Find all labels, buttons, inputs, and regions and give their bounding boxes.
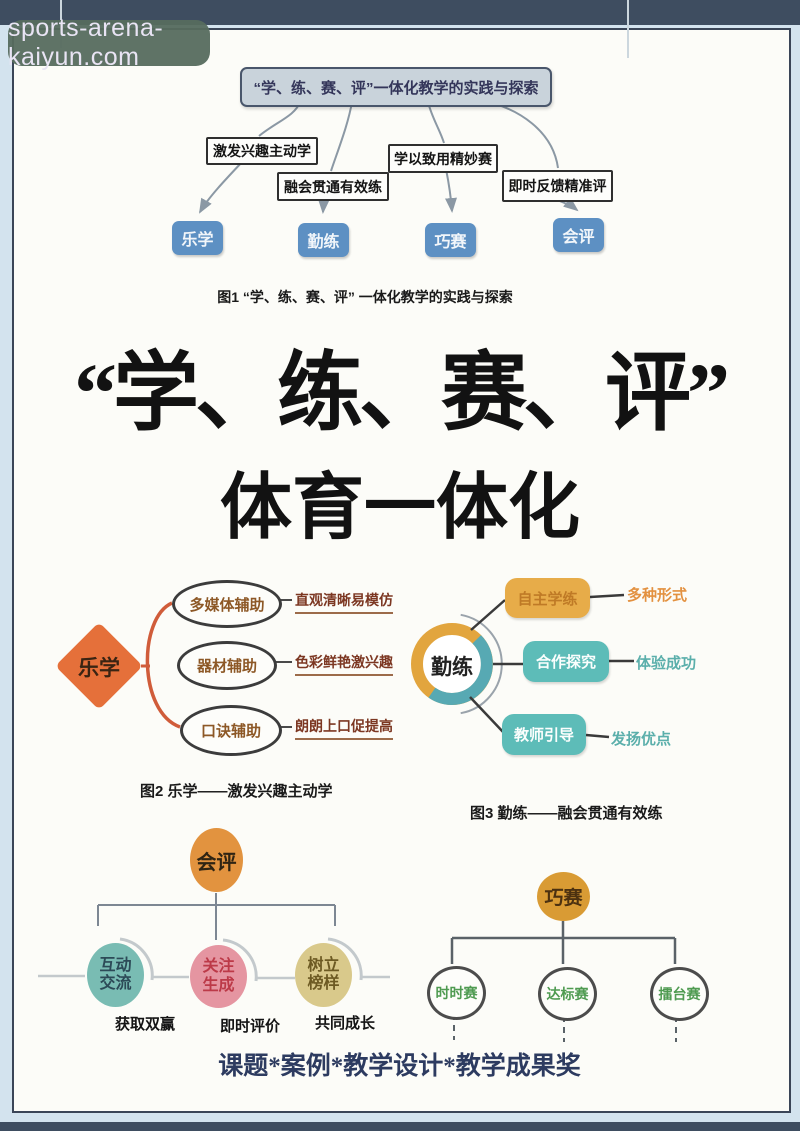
huiping-node-3: 树立榜样 bbox=[295, 943, 352, 1007]
lexue-diamond-label: 乐学 bbox=[78, 657, 120, 680]
lexue-node-2: 器材辅助 bbox=[177, 641, 277, 690]
huiping-note-3: 共同成长 bbox=[315, 1015, 376, 1032]
watermark-badge: sports-arena-kaiyun.com bbox=[8, 14, 210, 71]
flowchart-node-qinlian: 勤练 bbox=[298, 223, 349, 257]
flowchart-root-node: “学、练、赛、评”一体化教学的实践与探索 bbox=[240, 67, 552, 107]
huiping-node-2-label: 关注生成 bbox=[202, 958, 235, 994]
figure3-caption: 图3 勤练——融会贯通有效练 bbox=[470, 805, 663, 822]
lexue-note-3: 朗朗上口促提高 bbox=[295, 716, 393, 740]
huiping-node-1-label: 互动交流 bbox=[99, 956, 132, 992]
main-title-line2: 体育一体化 bbox=[219, 468, 580, 548]
huiping-center-circle: 会评 bbox=[190, 828, 243, 892]
qiaosai-node-2: 达标赛 bbox=[538, 967, 597, 1021]
figure2-caption: 图2 乐学——激发兴趣主动学 bbox=[140, 783, 333, 800]
lexue-note-1: 直观清晰易模仿 bbox=[295, 590, 393, 614]
flowchart-node-huiping: 会评 bbox=[553, 218, 604, 252]
huiping-note-2: 即时评价 bbox=[220, 1018, 281, 1035]
flowchart-branch-label-2: 融会贯通有效练 bbox=[277, 172, 389, 201]
qinlian-center-label: 勤练 bbox=[431, 656, 473, 679]
qinlian-note-1: 多种形式 bbox=[627, 587, 688, 604]
footer-text: 课题*案例*教学设计*教学成果奖 bbox=[218, 1053, 581, 1080]
huiping-note-1: 获取双赢 bbox=[115, 1016, 176, 1033]
main-title-line1: “学、练、赛、评” bbox=[74, 345, 730, 441]
huiping-node-3-label: 树立榜样 bbox=[307, 956, 340, 992]
grid-line-right bbox=[627, 0, 629, 58]
qiaosai-node-3: 擂台赛 bbox=[650, 967, 709, 1021]
qinlian-node-1: 自主学练 bbox=[505, 578, 590, 618]
qinlian-note-3: 发扬优点 bbox=[611, 731, 672, 748]
qinlian-node-2: 合作探究 bbox=[523, 641, 609, 682]
huiping-node-2: 关注生成 bbox=[190, 945, 247, 1008]
flowchart-node-qiaosai: 巧赛 bbox=[425, 223, 476, 257]
watermark-text: sports-arena-kaiyun.com bbox=[8, 14, 164, 71]
qiaosai-center-circle: 巧赛 bbox=[537, 872, 590, 921]
flowchart-branch-label-3: 学以致用精妙赛 bbox=[388, 144, 498, 173]
qiaosai-node-1: 时时赛 bbox=[427, 966, 486, 1020]
flowchart-branch-label-1: 激发兴趣主动学 bbox=[206, 137, 318, 165]
qinlian-note-2: 体验成功 bbox=[636, 655, 697, 672]
lexue-node-3: 口诀辅助 bbox=[180, 705, 282, 756]
flowchart-node-lexue: 乐学 bbox=[172, 221, 223, 255]
figure1-caption: 图1 “学、练、赛、评” 一体化教学的实践与探索 bbox=[217, 289, 513, 305]
qinlian-node-3: 教师引导 bbox=[502, 714, 586, 755]
lexue-node-1: 多媒体辅助 bbox=[172, 580, 282, 628]
flowchart-branch-label-4: 即时反馈精准评 bbox=[502, 170, 613, 202]
lexue-note-2: 色彩鲜艳激兴趣 bbox=[295, 652, 393, 676]
huiping-node-1: 互动交流 bbox=[87, 943, 144, 1007]
bottom-bar bbox=[0, 1122, 800, 1131]
